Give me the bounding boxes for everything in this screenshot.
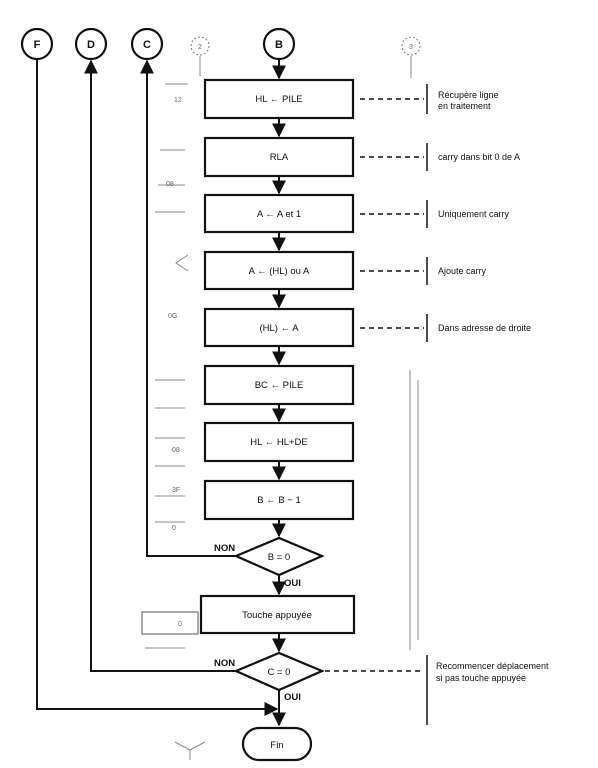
step-a-and-1: A ← A et 1 bbox=[203, 193, 355, 234]
comment-5: Dans adresse de droite bbox=[360, 314, 531, 342]
flow-lines bbox=[36, 59, 286, 727]
decision-c-zero: C = 0 NON OUI bbox=[214, 651, 325, 703]
step-a-or-hl-label: A ← (HL) ou A bbox=[249, 266, 310, 277]
connector-f: F bbox=[20, 27, 54, 61]
step-bc-pile-label: BC ← PILE bbox=[255, 380, 304, 391]
step-a-or-hl: A ← (HL) ou A bbox=[203, 250, 355, 291]
comment-1: Récupère ligne en traitement bbox=[360, 84, 499, 114]
decision-c-zero-no: NON bbox=[214, 658, 235, 669]
connector-b: B bbox=[262, 27, 296, 61]
margin-mark: 0G bbox=[168, 313, 177, 320]
connector-d: D bbox=[74, 27, 108, 61]
page-marker-3: 3 bbox=[401, 36, 421, 78]
margin-mark: 08 bbox=[166, 181, 174, 188]
step-hl-pile-label: HL ← PILE bbox=[255, 94, 302, 105]
decision-b-zero: B = 0 NON OUI bbox=[214, 536, 325, 589]
step-hl-plus-de-label: HL ← HL+DE bbox=[250, 437, 307, 448]
end-label: Fin bbox=[270, 740, 283, 751]
step-a-and-1-label: A ← A et 1 bbox=[257, 209, 301, 220]
comment-2-text: carry dans bit 0 de A bbox=[438, 152, 520, 162]
decision-c-zero-yes: OUI bbox=[284, 692, 301, 703]
comment-3: Uniquement carry bbox=[360, 200, 510, 228]
decision-c-zero-label: C = 0 bbox=[268, 667, 291, 678]
step-touche-appuyee: Touche appuyée bbox=[199, 594, 356, 635]
step-b-minus-1-label: B ← B − 1 bbox=[257, 495, 301, 506]
connector-f-label: F bbox=[34, 39, 41, 51]
connector-d-label: D bbox=[87, 39, 95, 51]
decision-b-zero-yes: OUI bbox=[284, 578, 301, 589]
comment-1-line1: Récupère ligne bbox=[438, 90, 499, 100]
page-marker-2-label: 2 bbox=[198, 44, 202, 51]
comment-5-text: Dans adresse de droite bbox=[438, 323, 531, 333]
step-rla-label: RLA bbox=[270, 152, 289, 163]
comment-6-line1: Recommencer déplacement bbox=[436, 661, 549, 671]
step-b-minus-1: B ← B − 1 bbox=[203, 479, 355, 521]
decision-b-zero-label: B = 0 bbox=[268, 552, 290, 563]
comment-2: carry dans bit 0 de A bbox=[360, 143, 520, 171]
step-hl-store-a: (HL) ← A bbox=[203, 307, 355, 348]
margin-mark: 12 bbox=[174, 97, 182, 104]
step-hl-pile: HL ← PILE bbox=[203, 78, 355, 120]
page-marker-3-label: 3 bbox=[409, 44, 413, 51]
step-rla: RLA bbox=[203, 136, 355, 178]
decision-b-zero-no: NON bbox=[214, 543, 235, 554]
comment-1-line2: en traitement bbox=[438, 101, 491, 111]
connector-c-label: C bbox=[143, 39, 151, 51]
comment-6-line2: si pas touche appuyée bbox=[436, 673, 526, 683]
margin-mark: 0 bbox=[172, 525, 176, 532]
page-marker-2: 2 bbox=[190, 36, 210, 76]
margin-mark: 3F bbox=[172, 487, 180, 494]
step-hl-store-a-label: (HL) ← A bbox=[259, 323, 299, 334]
connector-b-label: B bbox=[275, 39, 283, 51]
step-touche-appuyee-label: Touche appuyée bbox=[242, 610, 312, 621]
margin-mark: 0 bbox=[178, 621, 182, 628]
comment-3-text: Uniquement carry bbox=[438, 209, 510, 219]
margin-mark: 08 bbox=[172, 447, 180, 454]
end-terminator: Fin bbox=[241, 726, 313, 762]
comment-6: Recommencer déplacement si pas touche ap… bbox=[325, 655, 549, 725]
comment-4-text: Ajoute carry bbox=[438, 266, 487, 276]
connector-c: C bbox=[130, 27, 164, 61]
step-hl-plus-de: HL ← HL+DE bbox=[203, 421, 355, 463]
step-bc-pile: BC ← PILE bbox=[203, 364, 355, 406]
margin-marks: 12 08 0G 08 3F 0 0 bbox=[141, 83, 419, 760]
comment-4: Ajoute carry bbox=[360, 257, 487, 285]
